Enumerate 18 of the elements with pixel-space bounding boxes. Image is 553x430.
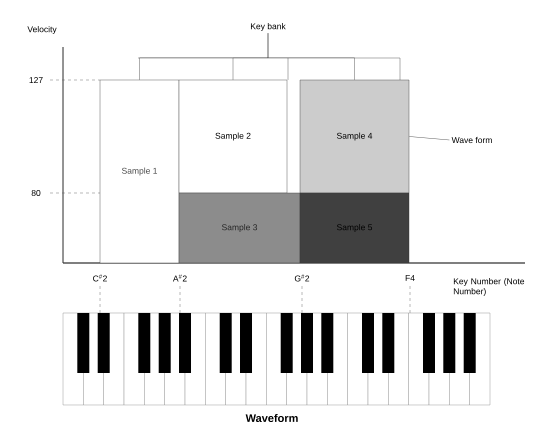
axis-label: Velocity <box>27 26 57 34</box>
axis-label: C$^{#}$2 <box>93 274 107 282</box>
axis-label: G$^{#}$2 <box>294 274 310 282</box>
leader-line <box>409 136 450 140</box>
sample-box: Sample 1 <box>100 80 180 264</box>
callout-label: Key bank <box>250 23 286 31</box>
sample-box: Sample 3 <box>178 192 300 264</box>
axis-label: A$^{#}$2 <box>172 274 187 282</box>
axis-label: 127 <box>30 77 43 83</box>
sample-box: Sample 2 <box>178 80 288 194</box>
sample-box: Sample 5 <box>300 192 410 264</box>
caption: Waveform <box>246 414 298 422</box>
axis-label: 80 <box>32 190 40 196</box>
axis-label: Key Number (Note Number) <box>454 278 524 296</box>
bracket-line <box>268 32 355 80</box>
callout-label: Wave form <box>452 136 492 144</box>
sample-box: Sample 4 <box>300 80 410 194</box>
axis-label: F4 <box>406 275 415 281</box>
